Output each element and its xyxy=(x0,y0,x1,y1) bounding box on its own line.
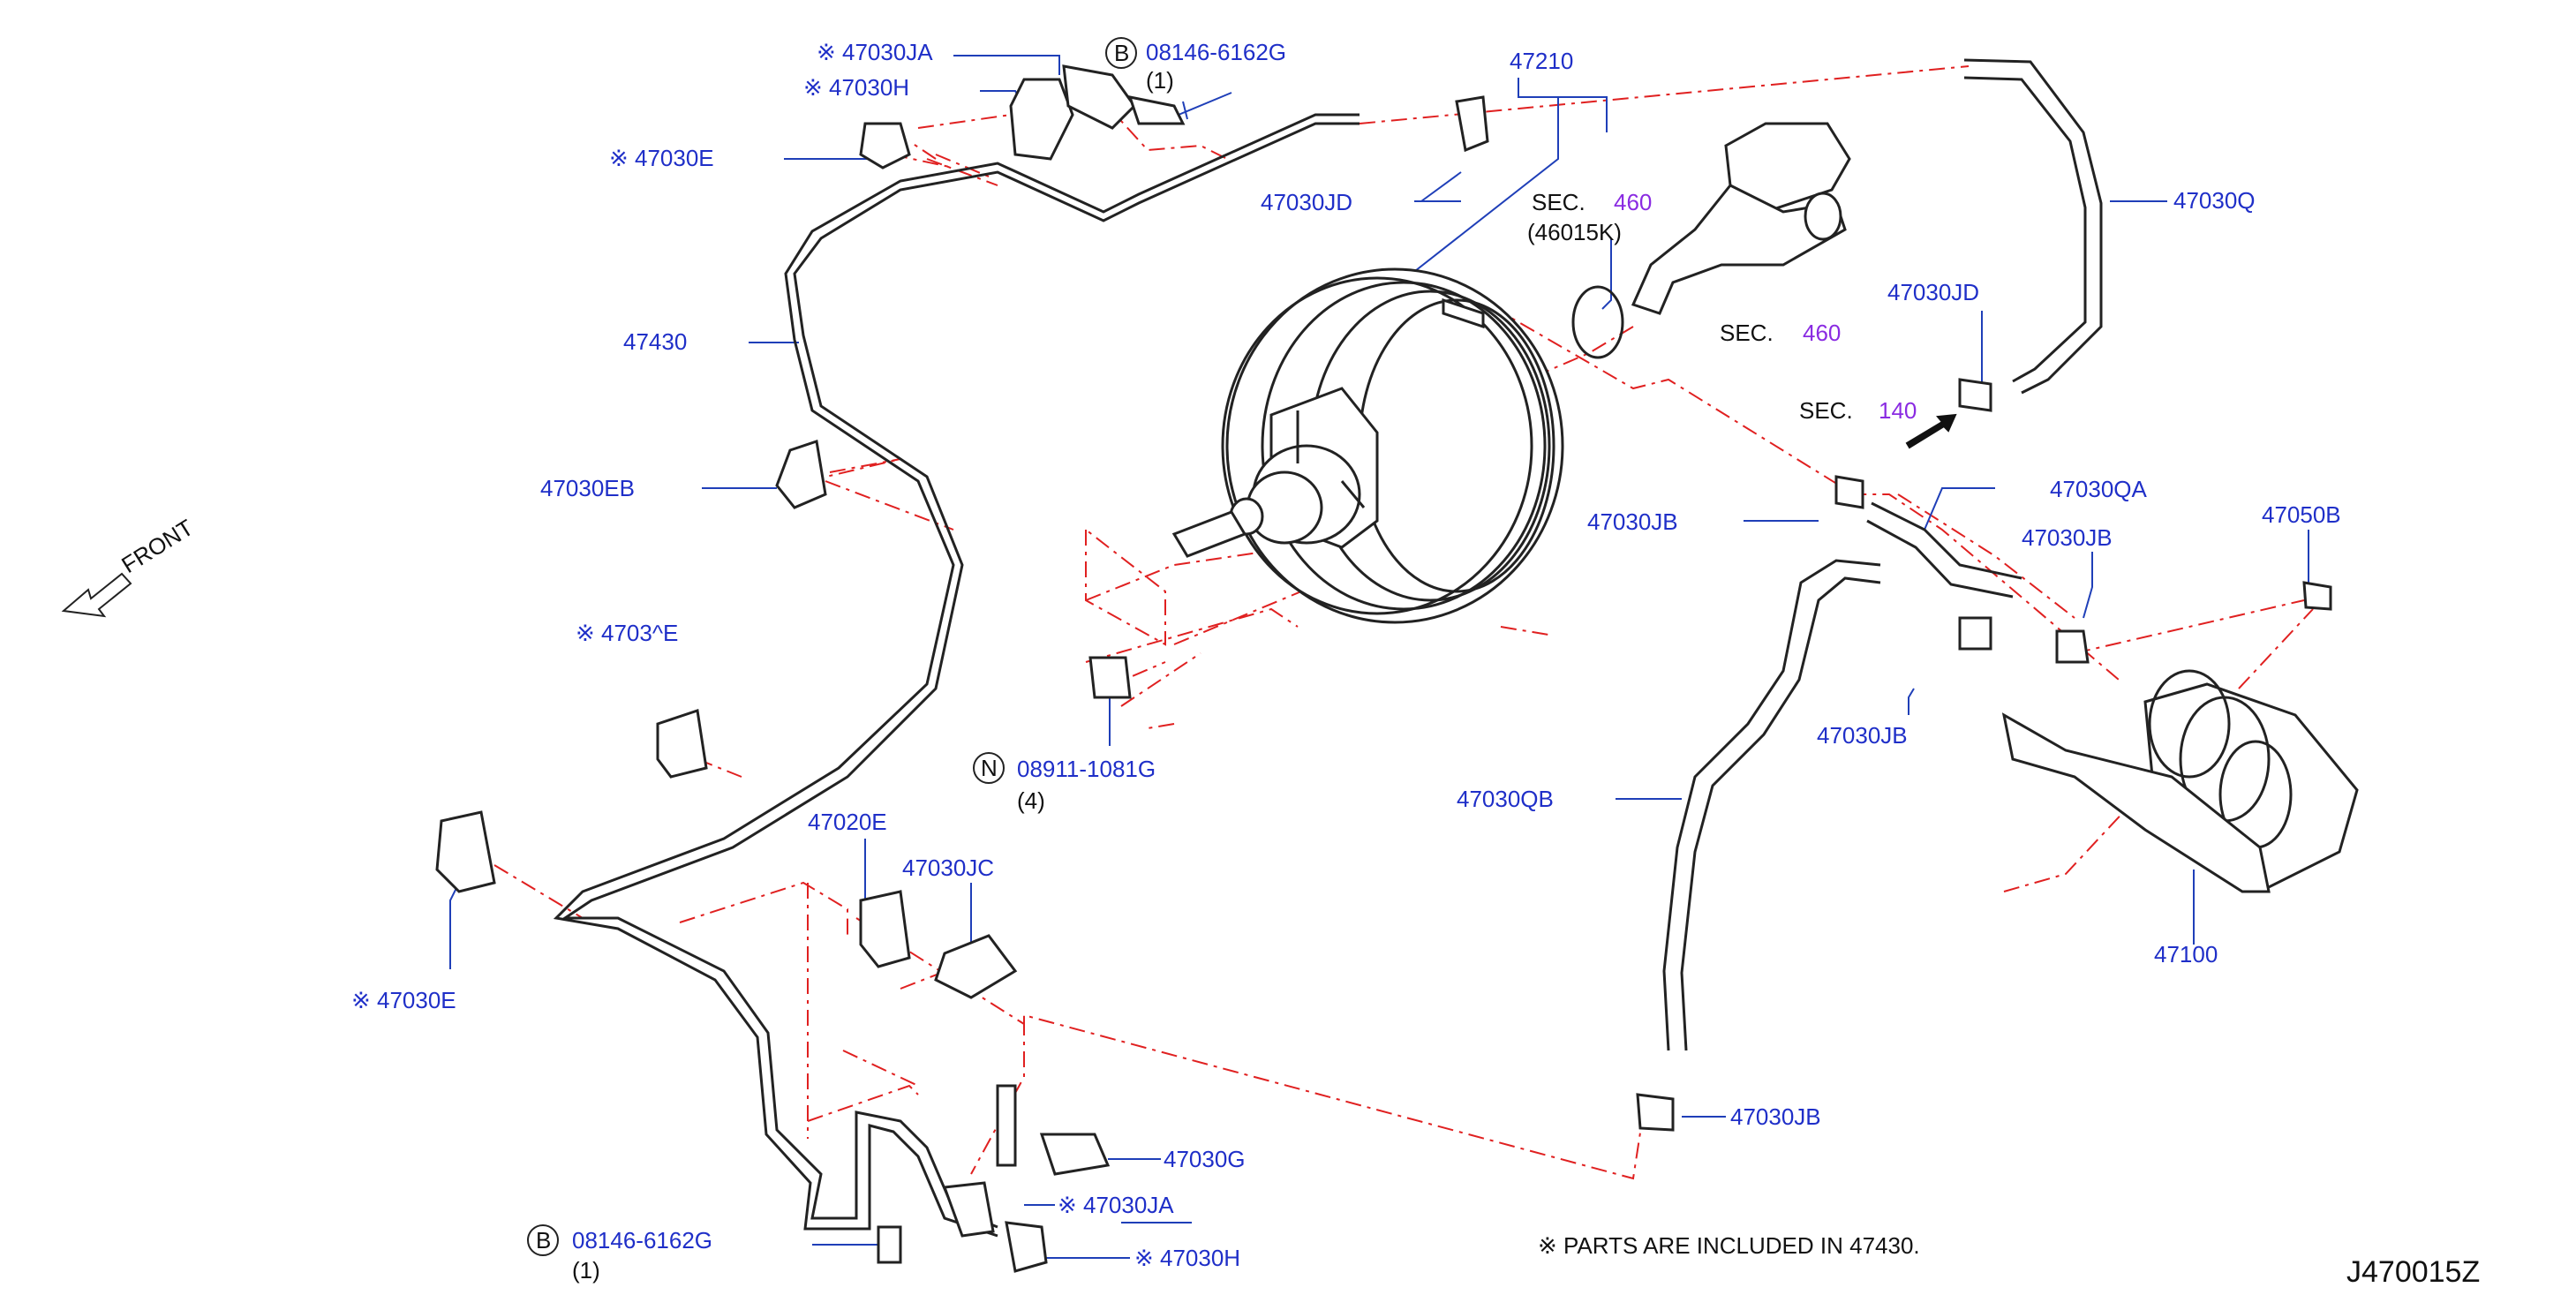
label-47100: 47100 xyxy=(2154,941,2218,967)
label-47030q: 47030Q xyxy=(2173,187,2256,214)
hose-47030qa xyxy=(1866,501,2022,599)
vacuum-tank-47100 xyxy=(2001,669,2359,893)
svg-text:N: N xyxy=(981,755,998,781)
diagram-id: J470015Z xyxy=(2346,1255,2480,1289)
label-47030jb-c: 47030JB xyxy=(1817,722,1908,749)
label-08146-top-qty: (1) xyxy=(1146,67,1174,94)
label-47030g: 47030G xyxy=(1164,1146,1246,1172)
label-47030h-bottom: ※ 47030H xyxy=(1134,1245,1240,1271)
label-sec460-a-num: 460 xyxy=(1614,189,1652,215)
badge-b-bottom: B xyxy=(527,1224,559,1256)
parts-note: ※ PARTS ARE INCLUDED IN 47430. xyxy=(1538,1232,1920,1259)
label-47030qa: 47030QA xyxy=(2050,476,2148,502)
label-47030e-bottom: ※ 47030E xyxy=(351,987,456,1013)
label-08146-bottom-qty: (1) xyxy=(572,1257,600,1284)
master-cylinder-sec460 xyxy=(1571,122,1851,359)
label-sec460-b-num: 460 xyxy=(1803,320,1841,346)
label-47030qb: 47030QB xyxy=(1457,786,1554,812)
svg-text:B: B xyxy=(1114,40,1129,66)
label-47050b: 47050B xyxy=(2262,501,2341,528)
label-08146-bottom: 08146-6162G xyxy=(572,1227,712,1254)
leader-lines xyxy=(449,55,2309,1259)
label-47030h-top: ※ 47030H xyxy=(803,74,909,101)
label-47030ja-top: ※ 47030JA xyxy=(817,39,933,65)
front-arrow-icon: FRONT xyxy=(61,514,198,618)
label-sec140: SEC. xyxy=(1799,397,1853,424)
svg-text:B: B xyxy=(536,1227,551,1254)
brake-vacuum-pipe-47430 xyxy=(553,113,1360,1238)
sec140-arrow-icon xyxy=(1905,413,1957,449)
label-47030jd-right: 47030JD xyxy=(1887,279,1979,305)
label-47030jb-a: 47030JB xyxy=(1587,508,1678,535)
label-46015k: (46015K) xyxy=(1527,219,1622,245)
hose-47030q xyxy=(1963,58,2103,395)
label-47030ja-bottom: ※ 47030JA xyxy=(1058,1192,1174,1218)
badge-n: N xyxy=(973,752,1005,784)
label-47030eb: 47030EB xyxy=(540,475,635,501)
part-labels: ※ 47030JA ※ 47030H ※ 47030E 08146-6162G … xyxy=(351,39,2480,1289)
label-sec460-a: SEC. xyxy=(1532,189,1586,215)
label-sec140-num: 140 xyxy=(1879,397,1917,424)
label-47030jd-left: 47030JD xyxy=(1261,189,1352,215)
label-47020e: 47020E xyxy=(808,809,887,835)
front-label: FRONT xyxy=(117,514,198,578)
clips xyxy=(435,64,2332,1273)
label-47430: 47430 xyxy=(623,328,687,355)
label-08911-qty: (4) xyxy=(1017,787,1045,814)
brake-booster-47210 xyxy=(1171,267,1564,624)
label-47210: 47210 xyxy=(1510,48,1573,74)
hose-47030qb xyxy=(1662,559,1881,1051)
label-47030jc: 47030JC xyxy=(902,855,994,881)
label-08911: 08911-1081G xyxy=(1017,756,1156,782)
label-sec460-b: SEC. xyxy=(1720,320,1774,346)
label-47030e-top: ※ 47030E xyxy=(609,145,714,171)
label-47030jb-b: 47030JB xyxy=(2022,524,2113,551)
label-4703e: ※ 4703^E xyxy=(576,620,678,646)
label-08146-top: 08146-6162G xyxy=(1146,39,1286,65)
label-47030jb-d: 47030JB xyxy=(1730,1103,1821,1130)
badge-b-top: B xyxy=(1105,37,1137,69)
